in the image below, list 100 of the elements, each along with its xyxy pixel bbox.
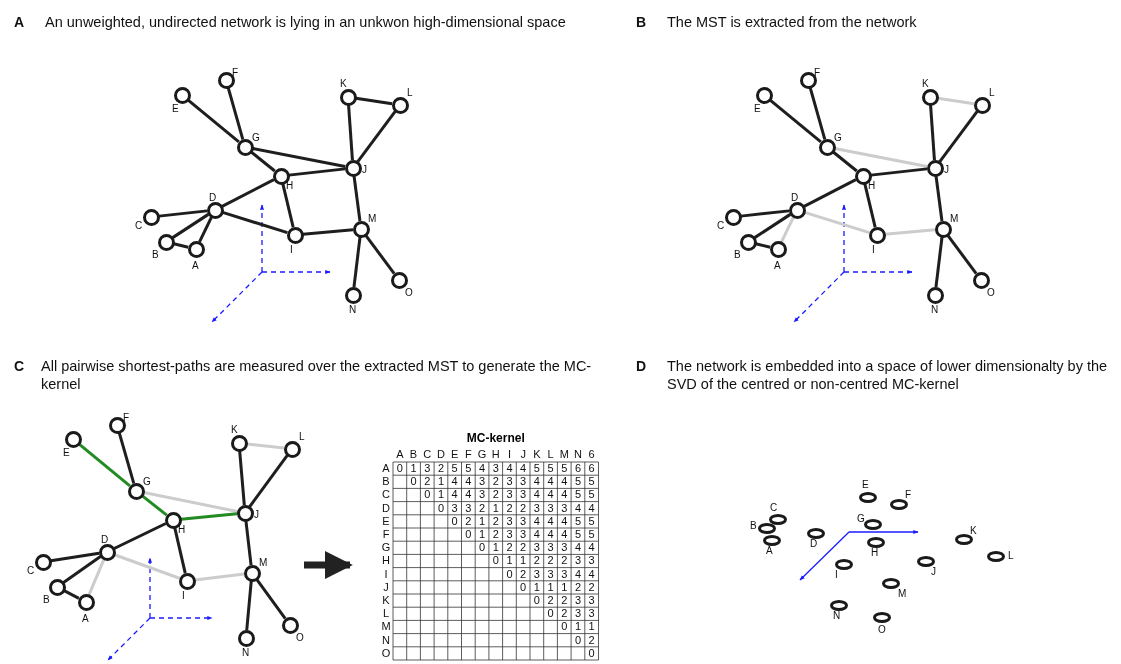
column-header: D	[435, 448, 446, 461]
network-node	[352, 220, 370, 238]
network-node	[788, 201, 806, 219]
network-node	[390, 271, 408, 289]
node-label: N	[931, 305, 939, 315]
matrix-value: 0	[423, 488, 432, 502]
matrix-value: 3	[519, 488, 528, 502]
node-label: B	[750, 521, 757, 531]
node-label: A	[766, 546, 773, 556]
network-edge	[302, 228, 354, 236]
node-label: K	[970, 526, 977, 536]
network-node	[142, 208, 160, 226]
matrix-value: 4	[546, 528, 555, 541]
node-label: O	[878, 625, 886, 635]
matrix-value: 3	[560, 501, 569, 515]
node-label: F	[123, 413, 130, 423]
matrix-value: 1	[477, 528, 487, 541]
row-header: N	[381, 633, 391, 647]
matrix-value: 2	[491, 514, 500, 528]
node-label: J	[362, 165, 367, 175]
matrix-value: 4	[464, 488, 473, 502]
embedded-point	[987, 550, 1005, 562]
network-edge	[808, 87, 827, 140]
column-header: E	[449, 448, 460, 461]
network-node	[178, 572, 196, 590]
matrix-value: 3	[573, 607, 582, 621]
network-edge	[78, 442, 131, 488]
column-header: B	[408, 448, 419, 461]
node-label: K	[231, 425, 238, 435]
network-node	[77, 593, 95, 611]
matrix-value: 2	[505, 501, 514, 515]
row-header: L	[381, 607, 391, 621]
matrix-value: 4	[532, 488, 541, 502]
network-node	[769, 240, 787, 258]
matrix-value: 2	[436, 462, 445, 475]
row-header: I	[383, 567, 389, 581]
node-label: L	[407, 88, 413, 98]
node-label: C	[135, 221, 143, 231]
embedded-point	[890, 498, 908, 510]
node-label: A	[192, 261, 199, 271]
network-edge	[934, 236, 944, 288]
node-label: D	[101, 535, 109, 545]
matrix-value: 3	[546, 567, 555, 581]
matrix-value: 2	[546, 594, 555, 607]
row-header: M	[381, 620, 391, 634]
matrix-value: 5	[573, 514, 582, 528]
network-edge	[187, 98, 240, 144]
matrix-value: 4	[532, 528, 541, 541]
node-label: A	[774, 261, 781, 271]
node-label: H	[871, 548, 879, 558]
row-header: E	[381, 514, 391, 528]
network-node	[237, 629, 255, 647]
matrix-value: 2	[560, 554, 569, 568]
embedded-point	[807, 527, 825, 539]
matrix-value: 2	[519, 501, 528, 515]
node-label: B	[152, 250, 159, 260]
network-node	[818, 138, 836, 156]
matrix-value: 3	[491, 462, 500, 475]
matrix-value: 3	[560, 541, 569, 555]
matrix-value: 5	[560, 462, 569, 475]
matrix-value: 0	[395, 462, 404, 475]
matrix-value: 5	[532, 462, 541, 475]
node-label: F	[232, 68, 239, 78]
matrix-value: 3	[587, 594, 596, 607]
network-node	[286, 226, 304, 244]
network-edge	[352, 236, 362, 288]
column-header: J	[519, 448, 527, 461]
matrix-value: 3	[505, 514, 514, 528]
row-header: K	[381, 594, 391, 607]
network-edge	[158, 209, 208, 218]
matrix-value: 2	[519, 567, 528, 581]
network-edge	[753, 213, 792, 239]
network-edge	[238, 450, 246, 506]
node-label: L	[299, 432, 305, 442]
row-header: O	[381, 646, 391, 660]
network-node	[926, 159, 944, 177]
network-edge	[143, 491, 238, 513]
matrix-value: 2	[560, 594, 569, 607]
network-edge	[946, 234, 978, 275]
matrix-value: 4	[546, 475, 555, 489]
network-edge	[740, 209, 790, 218]
node-label: G	[143, 477, 151, 487]
column-header: 6	[587, 448, 596, 461]
matrix-value: 6	[587, 462, 596, 475]
matrix-value: 4	[546, 488, 555, 502]
row-header: B	[381, 475, 391, 489]
matrix-value: 5	[546, 462, 555, 475]
node-label: N	[242, 648, 250, 658]
network-node	[281, 616, 299, 634]
embedded-point	[830, 599, 848, 611]
matrix-value: 4	[546, 514, 555, 528]
node-label: E	[754, 104, 761, 114]
row-header: A	[381, 462, 391, 475]
network-node	[344, 286, 362, 304]
node-label: E	[63, 448, 70, 458]
embedded-point	[769, 513, 787, 525]
matrix-value: 5	[573, 488, 582, 502]
panel-heading: The MST is extracted from the network	[667, 13, 918, 31]
network-edge	[222, 210, 288, 235]
network-node	[724, 208, 742, 226]
